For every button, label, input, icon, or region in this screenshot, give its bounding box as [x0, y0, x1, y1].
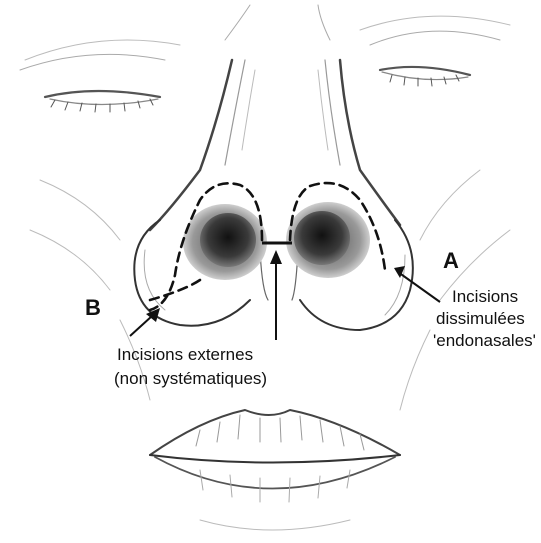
external-label-line2: (non systématiques) — [114, 369, 267, 388]
right-eye — [360, 16, 510, 86]
external-label-line1: Incisions externes — [117, 345, 253, 364]
leader-lines — [130, 250, 440, 340]
label-a: A — [443, 248, 459, 273]
b-pointer-line — [130, 316, 152, 336]
left-alar-incision — [150, 280, 200, 300]
endonasal-pointer-line — [398, 272, 440, 302]
endonasal-label-line3: 'endonasales' — [433, 331, 536, 350]
lips — [150, 410, 400, 530]
left-eye — [20, 40, 180, 112]
face-illustration — [20, 5, 510, 530]
left-nostril — [200, 213, 256, 267]
right-nostril — [294, 211, 350, 265]
label-b: B — [85, 295, 101, 320]
external-pointer-arrow — [270, 250, 282, 264]
endonasal-label-line2: dissimulées — [436, 309, 525, 328]
nose — [134, 60, 413, 330]
endonasal-label-line1: Incisions — [452, 287, 518, 306]
